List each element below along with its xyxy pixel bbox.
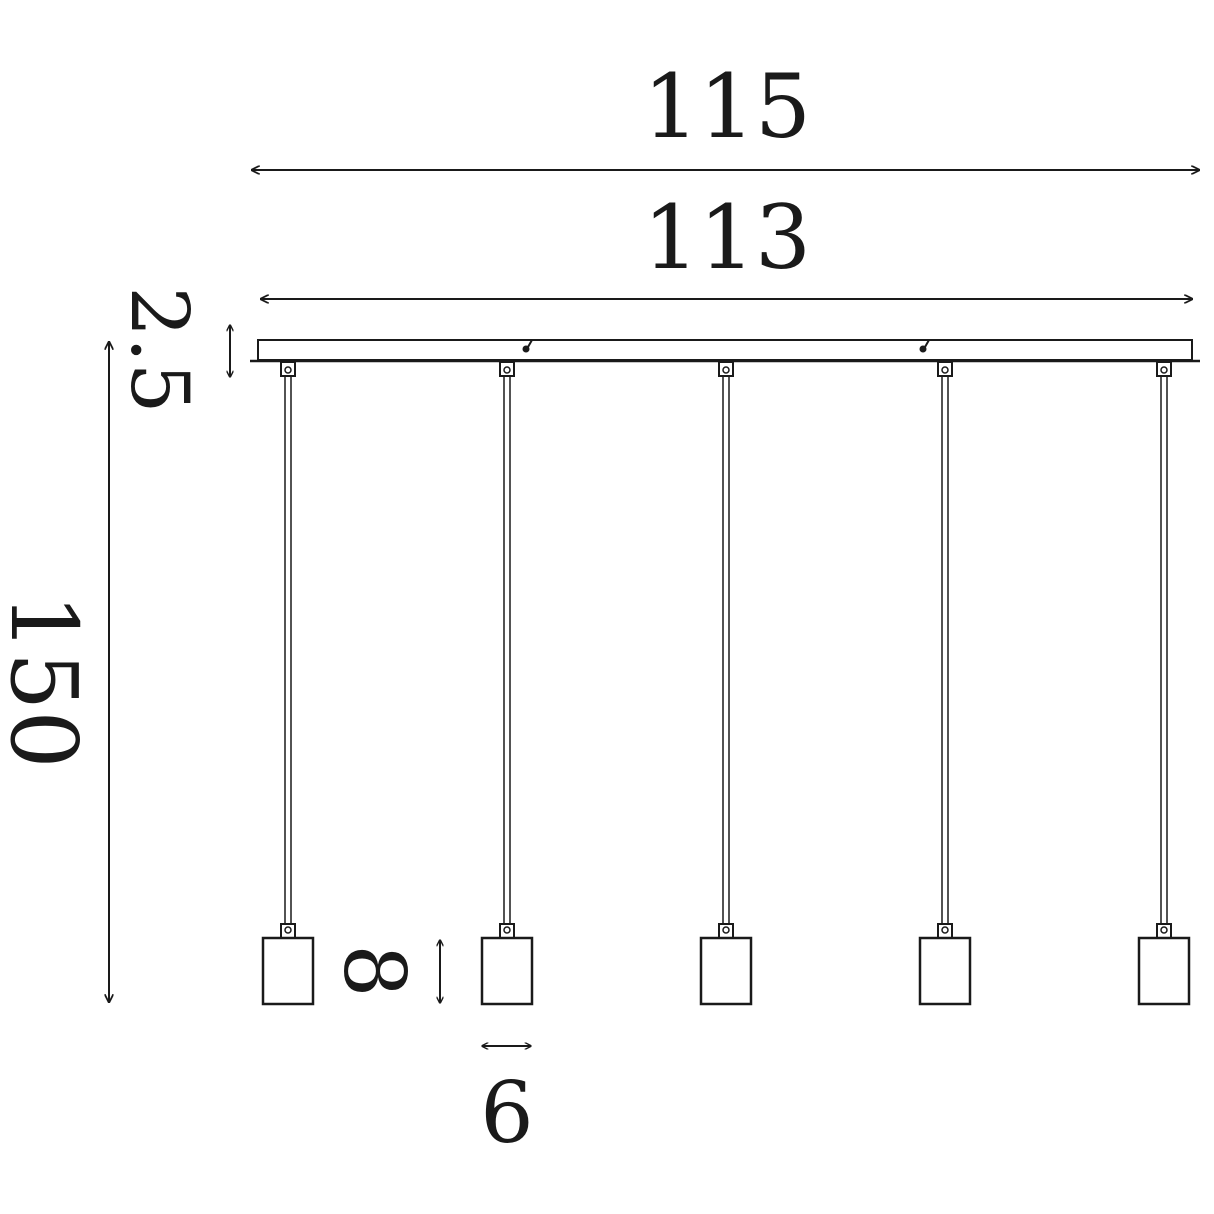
shade-width-dimension: 6 [480,1046,534,1162]
shade-height-label: 8 [325,944,423,997]
cord-top-ring [503,366,511,374]
pendant-1 [261,361,315,1006]
shade-top-ring [503,926,511,934]
shade-top-ring [284,926,292,934]
shade-height-dimension: 8 [325,940,440,1003]
canopy-screw-left [522,339,533,353]
cord-top-ring [284,366,292,374]
canopy-height-dimension: 2.5 [113,286,230,414]
canopy-width-dimension: 113 [261,186,1192,299]
shade-top-ring [941,926,949,934]
cord-top-ring [941,366,949,374]
overall-width-dimension: 115 [252,55,1199,170]
total-height-label: 150 [0,593,97,769]
ceiling-canopy [250,339,1200,363]
cord-top-ring [1160,366,1168,374]
shade-width-label: 6 [480,1064,533,1162]
pendant-5 [1137,361,1191,1006]
total-height-dimension: 150 [0,342,109,1002]
canopy-screw-right [919,339,930,353]
pendant-shade [1137,936,1191,1006]
shade-top-ring [1160,926,1168,934]
pendant-shade [918,936,972,1006]
canopy-plate [257,339,1193,361]
pendant-shade [480,936,534,1006]
canopy-height-label: 2.5 [113,286,206,413]
pendants-group [261,361,1191,1006]
shade-top-ring [722,926,730,934]
canopy-width-label: 113 [643,186,811,289]
pendant-shade [699,936,753,1006]
overall-width-label: 115 [643,55,811,158]
pendant-3 [699,361,753,1006]
cord-top-ring [722,366,730,374]
pendant-2 [480,361,534,1006]
pendant-shade [261,936,315,1006]
pendant-4 [918,361,972,1006]
